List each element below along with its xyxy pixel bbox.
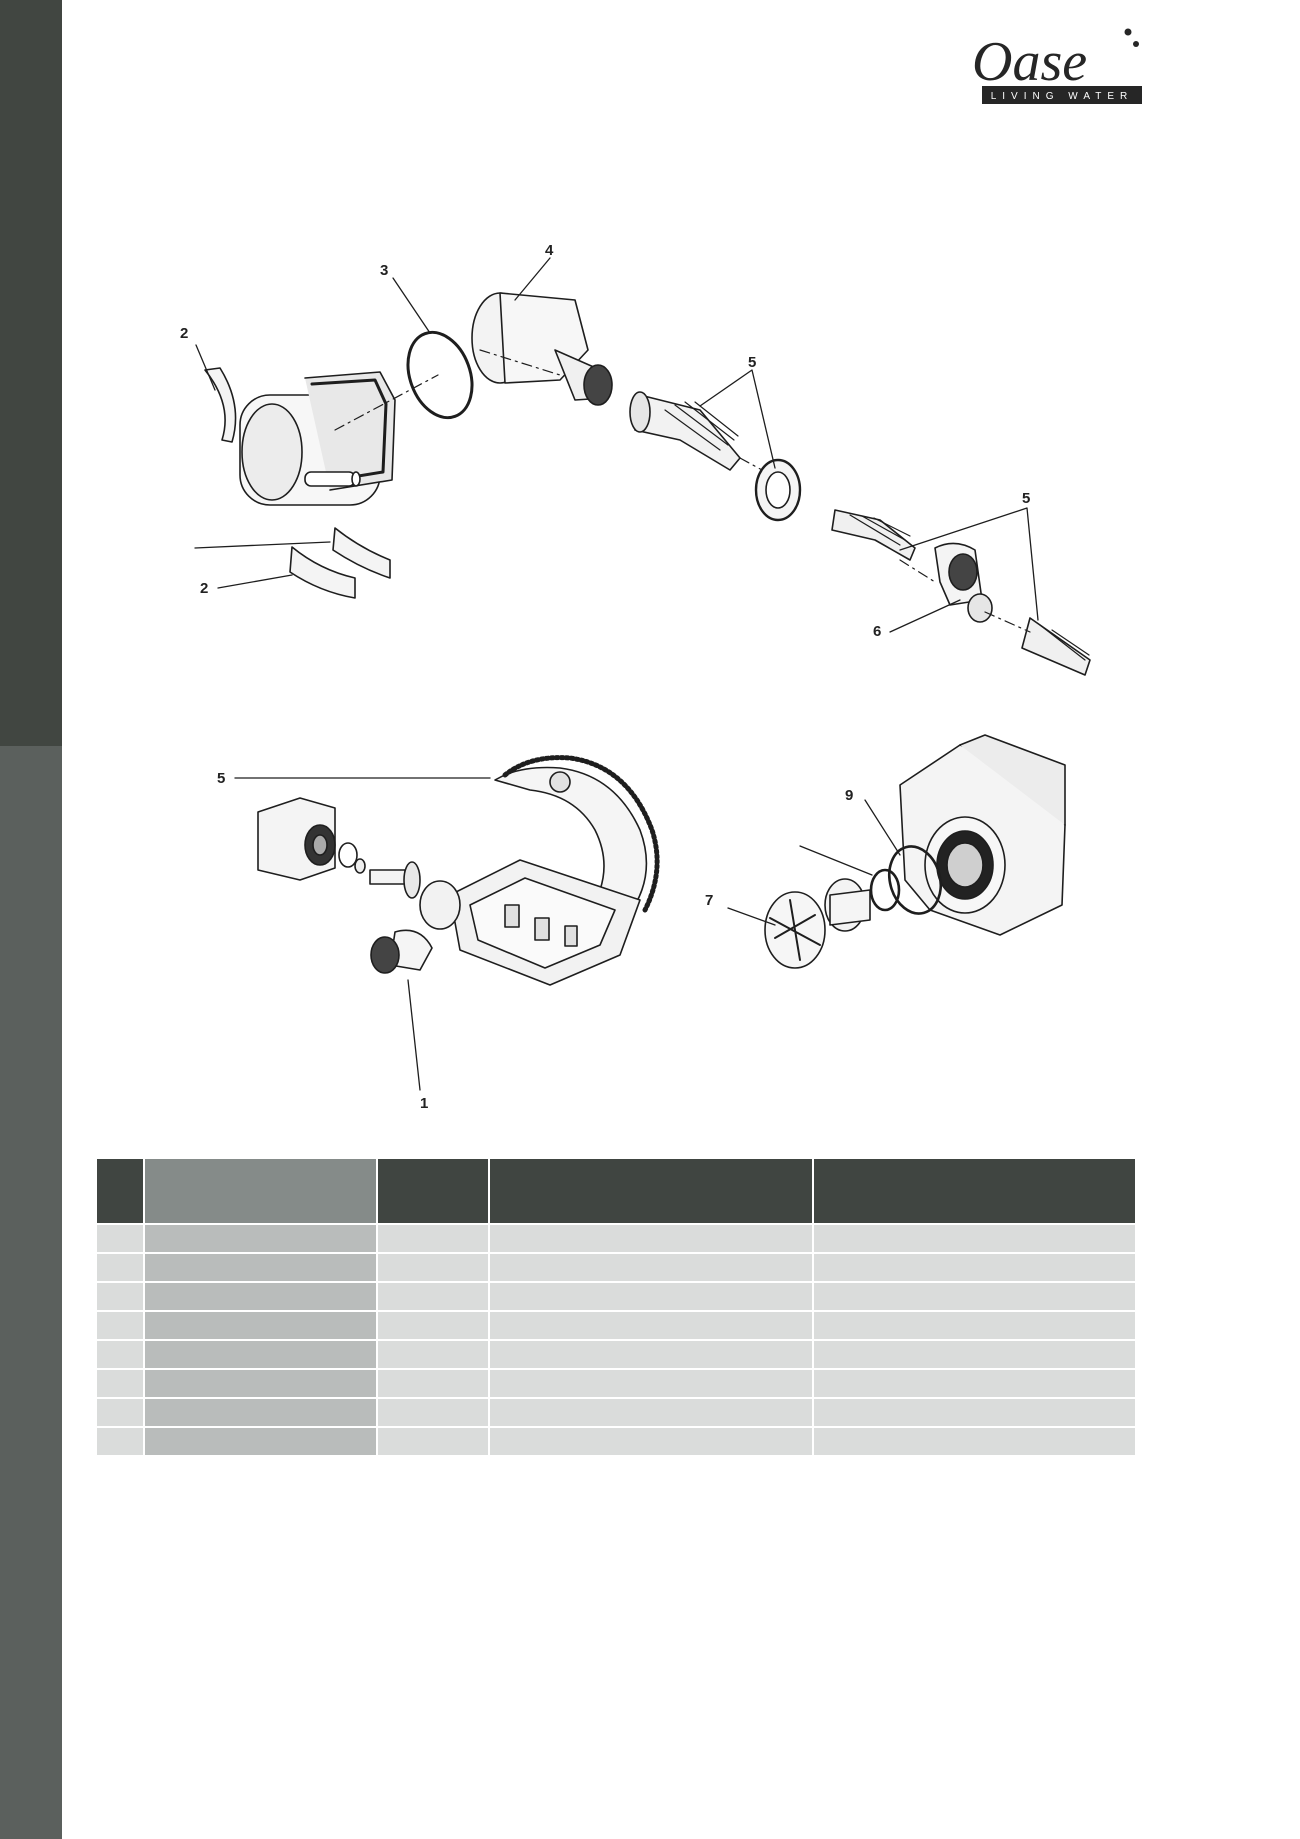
table-row <box>97 1399 1135 1426</box>
callout-2-top: 2 <box>180 325 188 342</box>
cell <box>378 1254 489 1281</box>
cell <box>813 1283 1135 1310</box>
cell <box>378 1428 489 1455</box>
callout-6: 6 <box>873 623 881 640</box>
oase-logo: Oase LIVING WATER <box>972 28 1142 104</box>
table-row <box>97 1283 1135 1310</box>
cell <box>490 1225 812 1252</box>
cell <box>813 1370 1135 1397</box>
callout-7: 7 <box>705 892 713 909</box>
cell <box>490 1428 812 1455</box>
cell <box>97 1370 143 1397</box>
cell <box>813 1254 1135 1281</box>
cell <box>490 1254 812 1281</box>
parts-table <box>95 1157 1137 1457</box>
cell <box>378 1283 489 1310</box>
callout-4: 4 <box>545 242 554 259</box>
cell <box>144 1254 377 1281</box>
cell <box>144 1283 377 1310</box>
cell <box>378 1370 489 1397</box>
cell <box>97 1225 143 1252</box>
callout-1: 1 <box>420 1095 428 1112</box>
exploded-drawings: 2 3 4 5 5 2 6 5 9 7 1 <box>180 242 1091 1112</box>
cell <box>490 1283 812 1310</box>
cell <box>97 1399 143 1426</box>
cell <box>97 1283 143 1310</box>
sidebar-band-top <box>0 0 62 746</box>
cell <box>97 1341 143 1368</box>
cell <box>813 1428 1135 1455</box>
callout-5-upper-right: 5 <box>1022 490 1030 507</box>
table-row <box>97 1225 1135 1252</box>
cell <box>144 1399 377 1426</box>
header-index <box>97 1159 143 1223</box>
exploded-view-lower-right <box>764 734 1066 969</box>
logo-wordmark: Oase <box>972 31 1087 93</box>
cell <box>144 1312 377 1339</box>
cell <box>378 1312 489 1339</box>
header-qty <box>378 1159 489 1223</box>
cell <box>490 1341 812 1368</box>
cell <box>490 1312 812 1339</box>
table-row <box>97 1312 1135 1339</box>
logo-tagline: LIVING WATER <box>991 91 1134 102</box>
cell <box>144 1428 377 1455</box>
table-row <box>97 1428 1135 1455</box>
cell <box>813 1399 1135 1426</box>
cell <box>490 1399 812 1426</box>
callout-3: 3 <box>380 262 388 279</box>
table-row <box>97 1254 1135 1281</box>
cell <box>97 1428 143 1455</box>
header-article <box>813 1159 1135 1223</box>
table-header-row <box>97 1159 1135 1223</box>
callout-2-bottom: 2 <box>200 580 208 597</box>
cell <box>813 1225 1135 1252</box>
cell <box>490 1370 812 1397</box>
cell <box>97 1254 143 1281</box>
exploded-view-lower-left <box>257 755 660 986</box>
cell <box>144 1370 377 1397</box>
header-description <box>490 1159 812 1223</box>
cell <box>378 1341 489 1368</box>
table-row <box>97 1341 1135 1368</box>
cell <box>813 1312 1135 1339</box>
exploded-view-upper <box>204 292 1091 676</box>
cell <box>144 1225 377 1252</box>
cell <box>378 1399 489 1426</box>
header-name <box>144 1159 377 1223</box>
cell <box>378 1225 489 1252</box>
callout-9: 9 <box>845 787 853 804</box>
cell <box>97 1312 143 1339</box>
callout-5-lower: 5 <box>217 770 225 787</box>
cell <box>144 1341 377 1368</box>
sidebar-band-bottom <box>0 746 62 1839</box>
callout-5-upper-left: 5 <box>748 354 756 371</box>
table-row <box>97 1370 1135 1397</box>
cell <box>813 1341 1135 1368</box>
